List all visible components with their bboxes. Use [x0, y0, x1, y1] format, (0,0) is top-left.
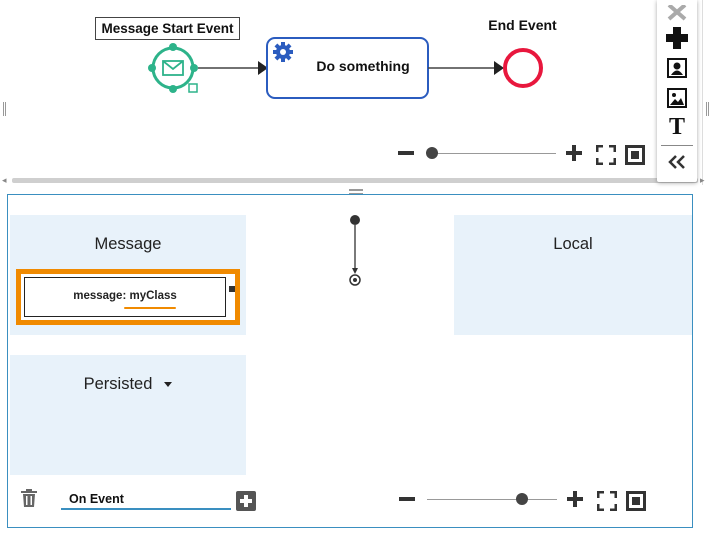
highlighted-field[interactable]: message: myClass: [16, 269, 240, 325]
zoom-slider-knob[interactable]: [516, 493, 528, 505]
fit-to-screen-icon[interactable]: [596, 145, 616, 165]
chevron-down-icon[interactable]: [164, 382, 173, 388]
connector-handle: [190, 64, 198, 72]
gear-icon: [273, 42, 293, 62]
actual-size-icon[interactable]: [625, 145, 645, 165]
bottom-zoom-controls: [397, 488, 647, 512]
local-lane[interactable]: Local: [454, 215, 692, 335]
zoom-out-icon[interactable]: [399, 497, 415, 501]
start-event-label: Message Start Event: [95, 17, 240, 40]
message-flow-pane: Message message: myClass Persisted Local: [7, 194, 693, 528]
process-diagram: [148, 37, 543, 99]
field-port[interactable]: [229, 286, 235, 292]
zoom-slider-knob[interactable]: [426, 147, 438, 159]
left-resize-grip[interactable]: [3, 102, 6, 116]
connector-handle: [169, 85, 177, 93]
resize-handle: [188, 83, 198, 93]
message-lane-title: Message: [94, 235, 162, 253]
event-flow-connector: [349, 215, 361, 286]
message-lane[interactable]: Message message: myClass: [10, 215, 246, 335]
add-event-button[interactable]: [236, 491, 256, 511]
trash-icon[interactable]: [21, 489, 37, 507]
end-event[interactable]: [503, 48, 543, 88]
connector-handle: [148, 64, 156, 72]
process-canvas[interactable]: Message Start Event Do something End Eve…: [0, 0, 712, 190]
text-icon[interactable]: T: [668, 113, 685, 140]
right-resize-grip[interactable]: [706, 102, 709, 116]
close-icon[interactable]: [662, 0, 692, 26]
plus-icon[interactable]: [662, 25, 692, 51]
horizontal-scrollbar[interactable]: [12, 178, 698, 183]
end-event-label: End Event: [488, 17, 557, 33]
zoom-slider-track[interactable]: [427, 499, 557, 500]
fit-to-screen-icon[interactable]: [597, 491, 617, 511]
persisted-lane[interactable]: Persisted: [10, 355, 246, 475]
vertical-scrollbar[interactable]: [702, 0, 703, 185]
persisted-lane-title[interactable]: Persisted: [10, 375, 246, 394]
collapse-double-chevron-icon[interactable]: [662, 149, 692, 175]
zoom-slider-track[interactable]: [428, 153, 556, 154]
connector-handle: [169, 43, 177, 51]
field-underline: [124, 307, 176, 309]
image-icon[interactable]: [662, 85, 692, 111]
message-field[interactable]: message: myClass: [24, 277, 226, 317]
message-start-event[interactable]: [148, 43, 198, 93]
local-lane-title: Local: [553, 235, 593, 253]
tool-palette: T: [657, 0, 697, 182]
scroll-right-icon[interactable]: ▸: [700, 175, 705, 185]
contact-card-icon[interactable]: [662, 55, 692, 81]
event-name-input[interactable]: [61, 486, 231, 510]
task-label: Do something: [316, 58, 410, 74]
task-do-something[interactable]: [266, 37, 429, 99]
scroll-left-icon[interactable]: ◂: [2, 175, 7, 185]
top-zoom-controls: [396, 142, 646, 166]
actual-size-icon[interactable]: [626, 491, 646, 511]
zoom-out-icon[interactable]: [398, 151, 414, 155]
